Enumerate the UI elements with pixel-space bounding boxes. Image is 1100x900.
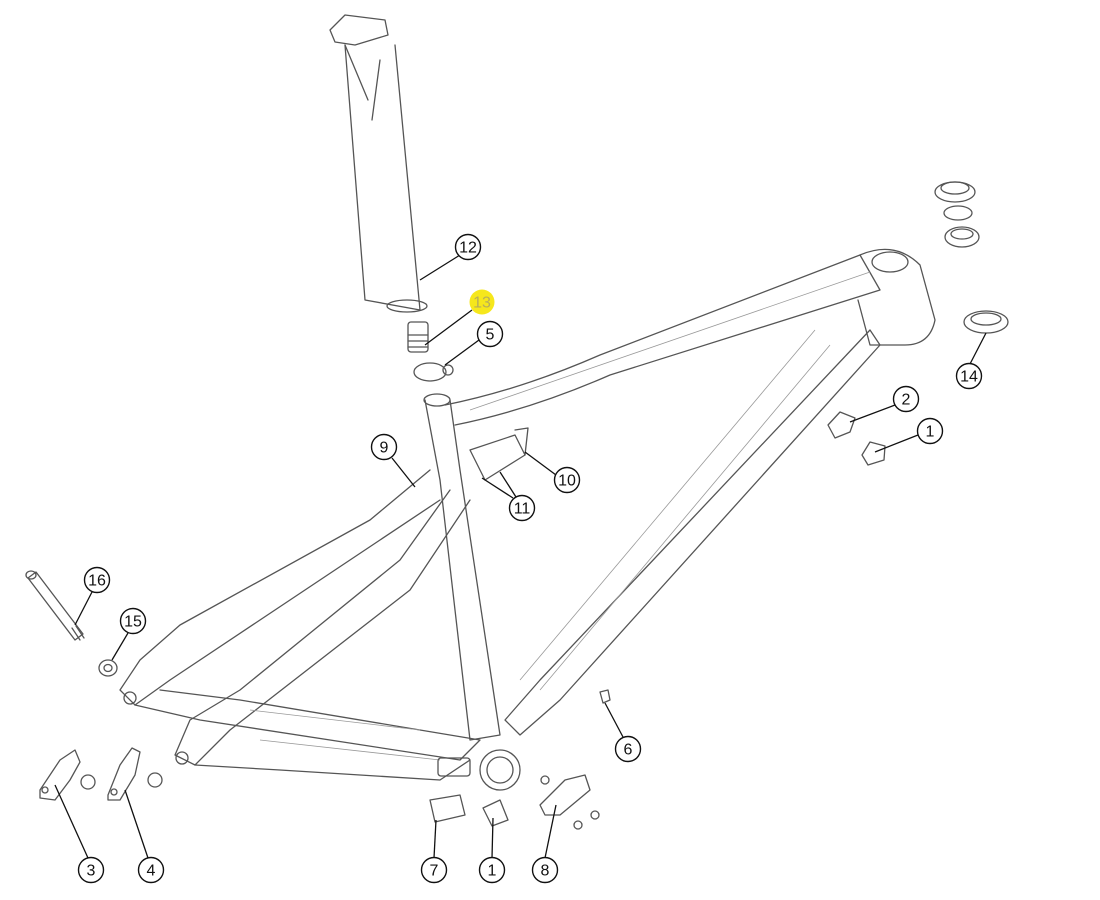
callout-7[interactable]: 7 (420, 856, 448, 884)
callout-label: 8 (541, 863, 550, 880)
callout-1[interactable]: 1 (478, 856, 506, 884)
callout-label: 11 (514, 501, 531, 518)
callout-16[interactable]: 16 (83, 566, 111, 594)
callout-5[interactable]: 5 (476, 320, 504, 348)
headset-parts (934, 181, 1009, 334)
callout-circle (955, 362, 983, 390)
callout-label: 3 (87, 863, 96, 880)
callout-circle (137, 856, 165, 884)
thru-axle (25, 570, 118, 677)
callout-15[interactable]: 15 (119, 607, 147, 635)
callout-6[interactable]: 6 (614, 735, 642, 763)
callout-circle (553, 466, 581, 494)
callout-label: 4 (147, 863, 156, 880)
callout-label: 1 (488, 863, 497, 880)
callout-label: 7 (430, 863, 439, 880)
callout-circle (83, 566, 111, 594)
callout-circle (476, 320, 504, 348)
callout-14[interactable]: 14 (955, 362, 983, 390)
callout-circle (370, 433, 398, 461)
cable-port-parts (482, 411, 886, 827)
callout-circle (614, 735, 642, 763)
callout-13-highlighted[interactable]: 13 (469, 289, 495, 315)
callout-circle (119, 607, 147, 635)
bike-frame (119, 248, 936, 791)
callout-12[interactable]: 12 (454, 233, 482, 261)
callout-2[interactable]: 2 (892, 385, 920, 413)
derailleur-hangers (39, 747, 163, 801)
callout-circle (478, 856, 506, 884)
callout-label: 6 (624, 742, 633, 759)
callout-1[interactable]: 1 (916, 417, 944, 445)
callout-label: 2 (902, 392, 911, 409)
callout-11[interactable]: 11 (508, 494, 536, 522)
callout-9[interactable]: 9 (370, 433, 398, 461)
callout-4[interactable]: 4 (137, 856, 165, 884)
callout-3[interactable]: 3 (77, 856, 105, 884)
callout-circle (916, 417, 944, 445)
callout-circle (454, 233, 482, 261)
small-parts (429, 689, 611, 830)
callout-label: 16 (88, 573, 106, 590)
callout-label: 14 (960, 369, 978, 386)
callout-circle (420, 856, 448, 884)
seat-binder-parts (407, 321, 454, 382)
leader-lines (54, 254, 987, 859)
callout-circle (892, 385, 920, 413)
callout-label: 12 (459, 240, 477, 257)
callout-label: 9 (380, 440, 389, 457)
callout-label: 10 (558, 473, 576, 490)
callout-circle (531, 856, 559, 884)
callout-circle (77, 856, 105, 884)
callout-circle (469, 289, 495, 315)
seatpost (329, 14, 428, 313)
callout-label: 1 (926, 424, 935, 441)
callout-circle (508, 494, 536, 522)
callout-label: 5 (486, 327, 495, 344)
callout-label: 15 (124, 614, 142, 631)
callout-8[interactable]: 8 (531, 856, 559, 884)
callout-10[interactable]: 10 (553, 466, 581, 494)
callout-label: 13 (473, 295, 491, 312)
